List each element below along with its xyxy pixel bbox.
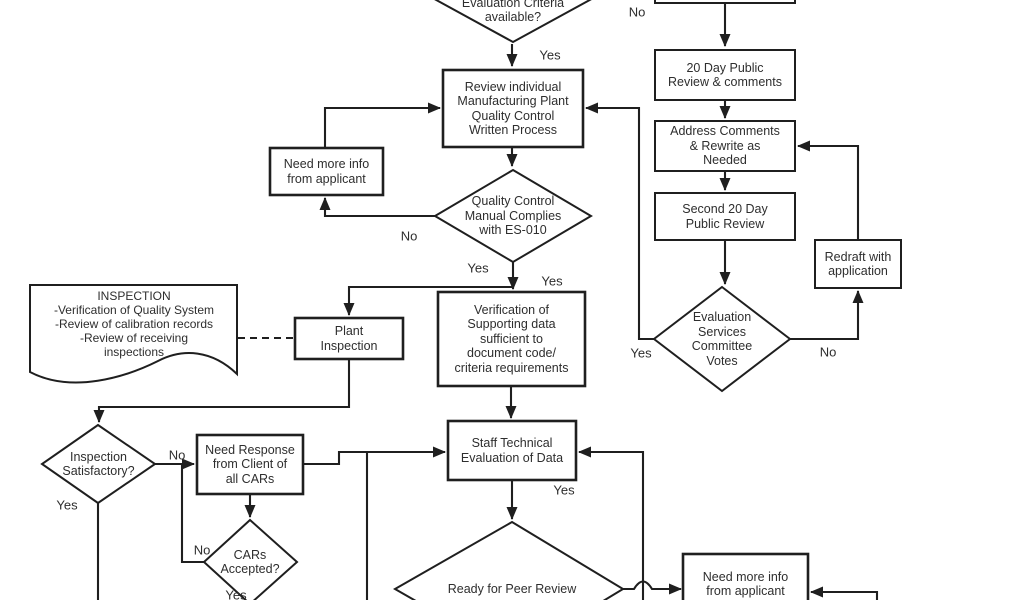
edge-label-qc-yes-left: Yes (467, 260, 489, 276)
shape-verification-box (436, 290, 587, 388)
shape-cars-diamond (202, 518, 299, 600)
node-need-more-info-bottom: Need more info from applicant (702, 569, 789, 599)
node-ready-peer-review: Ready for Peer Review (447, 581, 577, 596)
edge-qc-no-to-needinfo (319, 197, 435, 218)
edge-label-qc-yes-right: Yes (541, 273, 563, 289)
edge-qc-yes-to-plant (343, 285, 513, 316)
node-second-20day-review: Second 20 Day Public Review (682, 202, 768, 231)
shape-need-response-box (195, 433, 305, 496)
edge-plant-to-satisfactory (93, 359, 351, 423)
shape-committee-diamond (652, 285, 792, 393)
edge-needinfo-to-review (323, 102, 441, 148)
edge-committee-no-to-redraft (790, 290, 864, 341)
node-redraft-application: Redraft with application (824, 249, 892, 279)
shape-staff-box (446, 419, 578, 482)
node-eval-criteria: Evaluation Criteria available? (461, 0, 565, 24)
shape-qc-diamond (433, 168, 593, 264)
edge-peer-no-to-needinfo (623, 580, 682, 595)
edge-response-to-staff (303, 446, 446, 466)
edge-redraft-to-address (797, 140, 860, 240)
shape-inspection-document (29, 284, 238, 384)
edge-label-cars-no: No (193, 542, 211, 558)
shape-peer-diamond (392, 520, 625, 600)
node-qc-manual-complies: Quality Control Manual Complies with ES-… (464, 194, 562, 238)
shape-second20-box (654, 192, 796, 241)
shape-top-cut-box (654, 0, 796, 4)
node-inspection-document: INSPECTION -Verification of Quality Syst… (53, 289, 215, 359)
edge-label-committee-no: No (819, 344, 837, 360)
edge-label-committee-yes: Yes (630, 345, 652, 361)
shape-need-info-top-box (268, 146, 385, 197)
shape-20day-box (654, 49, 796, 101)
node-need-response-cars: Need Response from Client of all CARs (205, 442, 295, 486)
edge-label-inspection-yes: Yes (56, 497, 78, 513)
node-staff-evaluation: Staff Technical Evaluation of Data (460, 436, 564, 465)
edge-label-eval-no: No (628, 4, 646, 20)
edge-needinfo-bottom-return (810, 586, 879, 600)
node-20day-public-review: 20 Day Public Review & comments (668, 60, 782, 90)
edge-committee-yes-to-review (585, 102, 654, 341)
shape-plant-box (293, 316, 405, 361)
node-review-plant-process: Review individual Manufacturing Plant Qu… (457, 79, 569, 138)
shape-need-info-bottom-box (681, 552, 810, 600)
edge-label-inspection-no: No (168, 447, 186, 463)
edge-cars-no-loop (180, 464, 204, 564)
node-verification-supporting-data: Verification of Supporting data sufficie… (454, 302, 569, 375)
shape-review-box (441, 68, 585, 149)
node-committee-votes: Evaluation Services Committee Votes (691, 310, 753, 368)
shape-redraft-box (814, 239, 902, 289)
edge-label-qc-no: No (400, 228, 418, 244)
shape-inspection-sat-diamond (40, 423, 157, 505)
shape-address-box (654, 120, 796, 172)
shape-eval-criteria-diamond (434, 0, 592, 44)
edge-feedback-right-to-staff (578, 446, 645, 600)
node-address-comments: Address Comments & Rewrite as Needed (670, 124, 780, 168)
node-inspection-satisfactory: Inspection Satisfactory? (62, 449, 135, 479)
edge-label-staff-yes: Yes (553, 482, 575, 498)
node-cars-accepted: CARs Accepted? (220, 547, 280, 577)
edge-label-cars-yes: Yes (225, 587, 247, 600)
edge-label-eval-yes: Yes (539, 47, 561, 63)
node-need-more-info-top: Need more info from applicant (283, 157, 370, 186)
node-plant-inspection: Plant Inspection (320, 324, 378, 353)
